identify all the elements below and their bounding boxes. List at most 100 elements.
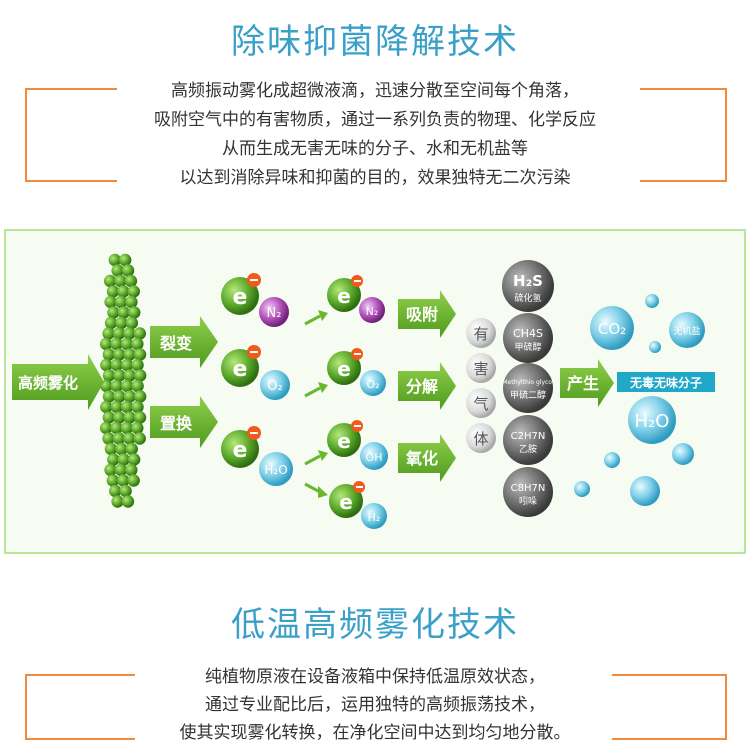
droplet (104, 316, 118, 330)
section1-title: 除味抑菌降解技术 (231, 22, 519, 62)
section1-textbox: 高频振动雾化成超微液滴，迅速分散至空间每个角落， 吸附空气中的有害物质，通过一系… (0, 72, 750, 188)
droplet (100, 400, 113, 414)
droplet (133, 327, 147, 340)
oxidize-arrow: 氧化 (398, 434, 456, 482)
gas-name: 甲硫醇 (514, 341, 541, 353)
char: 气 (473, 395, 488, 413)
droplet (117, 453, 130, 466)
droplet (120, 400, 134, 414)
o2-label: O₂ (366, 378, 379, 391)
gas-name: 硫化氢 (514, 292, 541, 304)
n2-label: N₂ (366, 305, 379, 318)
droplet (110, 337, 123, 351)
droplet (123, 348, 136, 361)
droplet (133, 390, 147, 403)
produce-label: 产生 (567, 374, 599, 393)
split-label: 裂变 (159, 334, 192, 353)
start-label: 高频雾化 (18, 374, 78, 392)
droplet (102, 369, 116, 382)
section2-textbox: 纯植物原液在设备液箱中保持低温原效状态， 通过专业配比后，运用独特的高频振荡技术… (0, 660, 750, 750)
droplet (120, 358, 134, 372)
e-label: e (337, 357, 351, 381)
adsorb-arrow: 吸附 (398, 290, 456, 338)
start-arrow: 高频雾化 (12, 354, 104, 410)
replace-label: 置换 (160, 414, 193, 433)
droplet (111, 264, 124, 277)
droplet (120, 421, 134, 435)
droplet (133, 369, 147, 382)
e-h2-product: e H₂ (329, 481, 387, 529)
droplet (114, 274, 127, 288)
droplet (119, 253, 132, 267)
droplet (110, 358, 123, 372)
droplet (121, 495, 135, 508)
text-line: 吸附空气中的有害物质，通过一系列负责的物理、化学反应 (154, 110, 596, 130)
droplet (112, 432, 126, 445)
gas-formula: H₂S (513, 272, 543, 290)
gas-name: 甲硫二醇 (510, 389, 546, 401)
droplet (115, 316, 128, 330)
e-o2-pair: e O₂ (221, 345, 290, 400)
decompose-label: 分解 (406, 377, 438, 396)
droplet (128, 306, 141, 319)
gas-formula: C8H7N (511, 483, 546, 494)
bracket-left (25, 674, 135, 740)
reaction-diagram: 高频雾化 裂变 置换 e N₂ e O₂ e H₂O (4, 229, 746, 554)
droplet (110, 400, 123, 414)
droplet (131, 421, 144, 435)
droplet (104, 442, 118, 456)
droplet (106, 285, 120, 298)
char: 体 (473, 430, 488, 448)
section2-title: 低温高频雾化技术 (231, 605, 519, 645)
gas-formula: Methylthio glycol (502, 379, 554, 386)
result-label: 无毒无味分子 (629, 375, 702, 390)
bracket-right (640, 88, 727, 182)
h2o-result-label: H₂O (635, 411, 670, 432)
e-label: e (337, 429, 351, 453)
gas-formula: CH4S (513, 327, 543, 340)
harmful-gas-label: 有 害 气 体 (466, 318, 496, 453)
droplet (108, 253, 122, 267)
result-molecules: CO₂ 无机盐 无毒无味分子 H₂O (574, 294, 715, 506)
text-line: 纯植物原液在设备液箱中保持低温原效状态， (205, 667, 545, 687)
oxidize-label: 氧化 (405, 449, 438, 468)
h2-label: H₂ (368, 511, 381, 524)
droplet (125, 463, 138, 477)
droplet (133, 411, 147, 424)
droplet (127, 474, 140, 487)
e-o2-product: e O₂ (327, 348, 386, 396)
split-arrow: 裂变 (150, 316, 218, 368)
droplet (110, 421, 123, 435)
droplet (115, 442, 128, 456)
droplet (114, 295, 128, 309)
adsorb-label: 吸附 (406, 305, 438, 324)
droplet (123, 327, 136, 340)
droplet (113, 390, 126, 403)
droplet (124, 274, 138, 288)
droplet (125, 316, 139, 330)
droplet (103, 274, 117, 288)
e-label: e (233, 357, 248, 382)
droplet (99, 337, 113, 351)
harmful-gas-balls: H₂S 硫化氢 CH4S 甲硫醇 Methylthio glycol 甲硫二醇 … (502, 260, 554, 517)
text-line: 通过专业配比后，运用独特的高频振荡技术， (205, 695, 545, 715)
droplet (125, 442, 138, 456)
droplet (100, 358, 113, 372)
h2o-label: H₂O (264, 463, 287, 477)
droplet (113, 348, 126, 361)
produce-arrow: 产生 (560, 359, 614, 407)
droplet (131, 358, 144, 372)
gas-name: 乙胺 (519, 443, 537, 455)
droplet (127, 453, 141, 466)
droplet (102, 432, 115, 445)
e-label: e (233, 438, 248, 463)
droplet (123, 369, 136, 382)
droplet (120, 337, 134, 351)
e-n2-product: e N₂ (327, 275, 385, 323)
bracket-left (25, 88, 117, 182)
droplet (117, 306, 131, 319)
o2-label: O₂ (267, 379, 282, 394)
oh-label: OH (366, 451, 383, 464)
replace-arrow: 置换 (150, 396, 218, 448)
e-label: e (337, 284, 351, 308)
